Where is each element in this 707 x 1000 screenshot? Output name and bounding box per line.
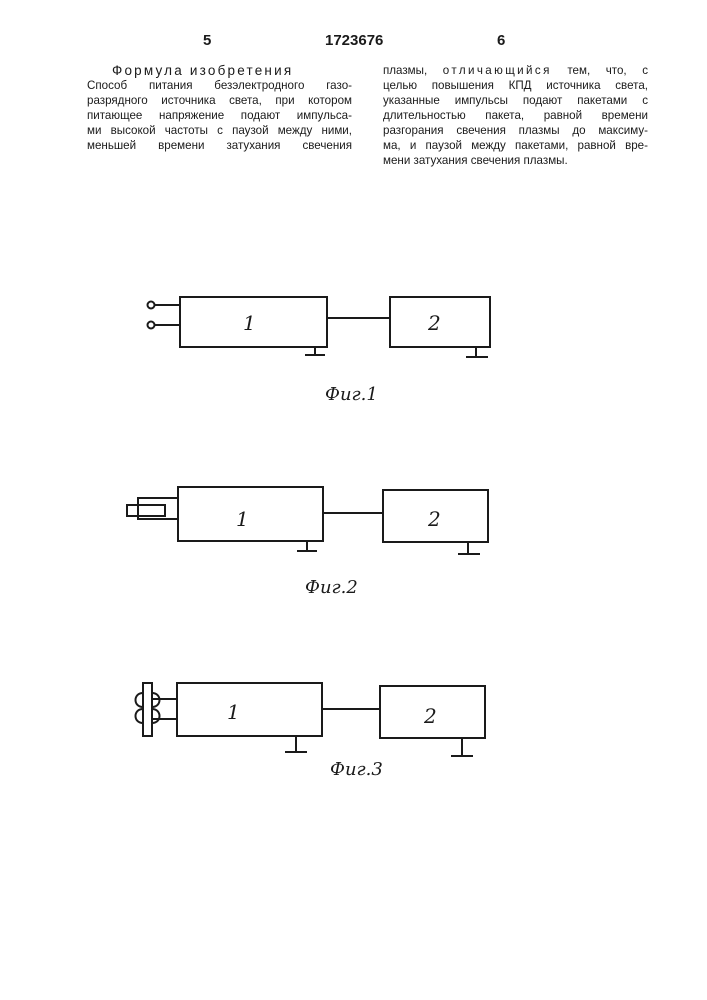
claim-right-line: целью повышения КПД источника света, [383,78,648,93]
block-1 [177,683,322,736]
figure-caption: Фиг.1 [325,384,378,405]
coaxial-connector [127,498,178,519]
claim-right-first-line: плазмы, отличающийся тем, что, с [383,63,648,78]
ground-symbol [285,736,307,752]
ground-symbol [305,347,325,355]
claim-right-first-start: плазмы, [383,64,427,77]
page-number-left: 5 [203,32,211,49]
claim-left-line: разрядного источника света, при котором [87,93,352,108]
claim-left-line: ми высокой частоты с паузой между ними, [87,123,352,138]
claim-left-column: Способ питания безэлектродного газо- раз… [87,78,352,153]
claim-left-line: Способ питания безэлектродного газо- [87,78,352,93]
claim-right-line: указанные импульсы подают пакетами с [383,93,648,108]
claim-right-line: ма, и паузой между пакетами, равной вре- [383,138,648,153]
claim-right-line: разгорания свечения плазмы до максиму- [383,123,648,138]
block-2-label: 2 [427,507,441,531]
claim-right-line: мени затухания свечения плазмы. [383,153,648,168]
block-1-label: 1 [243,311,256,335]
figure-2: 1 2 Фиг.2 [0,475,707,605]
patent-number: 1723676 [325,32,383,49]
figure-caption: Фиг.2 [305,577,358,598]
input-terminal [148,322,155,329]
page-number-right: 6 [497,32,505,49]
section-title: Формула изобретения [112,63,293,78]
ground-symbol [297,541,317,551]
claim-left-line: меньшей времени затухания свечения [87,138,352,153]
claim-right-first-end: тем, что, с [567,64,648,77]
claim-right-column: плазмы, отличающийся тем, что, с целью п… [383,63,648,168]
input-terminal [148,302,155,309]
figure-3: 1 2 Фиг.3 [0,675,707,795]
figure-caption: Фиг.3 [330,759,383,780]
coil-lamp [136,683,178,736]
block-1-label: 1 [227,700,240,724]
claim-right-line: длительностью пакета, равной времени [383,108,648,123]
ground-symbol [458,542,480,554]
claim-left-line: питающее напряжение подают импульса- [87,108,352,123]
claim-keyword: отличающийся [443,64,552,77]
block-2-label: 2 [427,311,441,335]
figure-1: 1 2 Фиг.1 [0,285,707,415]
block-1-label: 1 [236,507,249,531]
ground-symbol [466,347,488,357]
block-1 [178,487,323,541]
block-2-label: 2 [423,704,437,728]
ground-symbol [451,738,473,756]
